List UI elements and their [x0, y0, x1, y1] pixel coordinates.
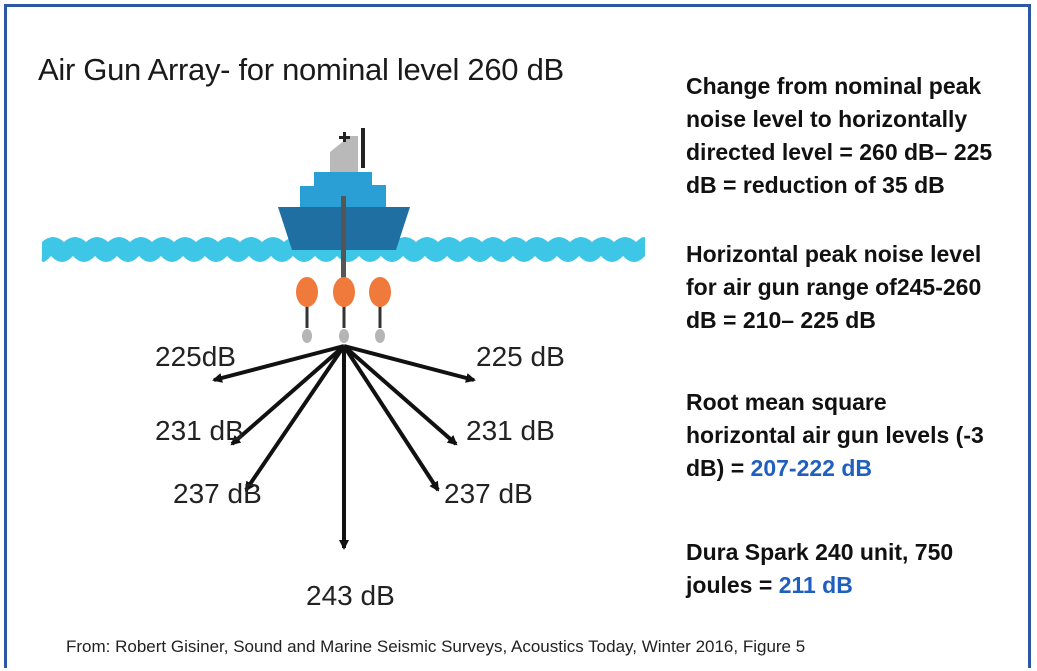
- text-prefix: dB) =: [686, 455, 751, 481]
- text-line: dB = reduction of 35 dB: [686, 172, 945, 198]
- label-bottom: 243 dB: [306, 580, 395, 611]
- arrow-upper-left: [212, 344, 345, 383]
- paragraph-horizontal-peak: Horizontal peak noise level for air gun …: [686, 238, 981, 337]
- text-line: Change from nominal peak: [686, 73, 982, 99]
- arrow-lower-right: [342, 344, 440, 492]
- text-line: Root mean square: [686, 389, 887, 415]
- label-lower-right: 237 dB: [444, 478, 533, 509]
- arrow-mid-left: [230, 344, 346, 446]
- float-center: [333, 277, 355, 307]
- ship-deck: [300, 186, 318, 208]
- paragraph-rms: Root mean square horizontal air gun leve…: [686, 386, 984, 485]
- gun-left: [302, 329, 312, 343]
- slide-frame: [4, 4, 1031, 668]
- text-line: noise level to horizontally: [686, 106, 968, 132]
- citation-text: From: Robert Gisiner, Sound and Marine S…: [66, 637, 806, 656]
- gun-center: [339, 329, 349, 343]
- arrow-lower-left: [244, 344, 346, 492]
- dura-spark-value: 211 dB: [778, 572, 853, 598]
- label-lower-left: 237 dB: [173, 478, 262, 509]
- text-line: for air gun range of245-260: [686, 274, 982, 300]
- ship-antenna-bar: [339, 136, 350, 139]
- ship-icon: [278, 128, 410, 292]
- paragraph-dura-spark: Dura Spark 240 unit, 750 joules = 211 dB: [686, 536, 953, 602]
- text-prefix: joules =: [686, 572, 779, 598]
- arrow-upper-right: [343, 344, 476, 383]
- paragraph-reduction: Change from nominal peak noise level to …: [686, 70, 992, 202]
- text-line: dB = 210– 225 dB: [686, 307, 876, 333]
- ship-cabin: [314, 172, 386, 208]
- slide-title: Air Gun Array- for nominal level 260 dB: [38, 52, 564, 87]
- label-mid-right: 231 dB: [466, 415, 555, 446]
- label-mid-left: 231 dB: [155, 415, 244, 446]
- text-line: horizontal air gun levels (-3: [686, 422, 984, 448]
- text-line: directed level = 260 dB– 225: [686, 139, 993, 165]
- text-line: joules = 211 dB: [686, 569, 953, 602]
- text-line: dB) = 207-222 dB: [686, 452, 984, 485]
- rms-value: 207-222 dB: [750, 455, 872, 481]
- text-line: Horizontal peak noise level: [686, 241, 982, 267]
- float-left: [296, 277, 318, 307]
- air-gun-floats: [296, 277, 391, 343]
- ship-upper-cabin: [330, 136, 358, 172]
- label-upper-left: 225dB: [155, 341, 236, 372]
- float-right: [369, 277, 391, 307]
- label-upper-right: 225 dB: [476, 341, 565, 372]
- text-line: Dura Spark 240 unit, 750: [686, 539, 954, 565]
- ship-cable: [341, 196, 346, 292]
- sound-arrows: [212, 344, 476, 550]
- ship-mast: [361, 128, 365, 168]
- gun-right: [375, 329, 385, 343]
- arrow-mid-right: [342, 344, 458, 446]
